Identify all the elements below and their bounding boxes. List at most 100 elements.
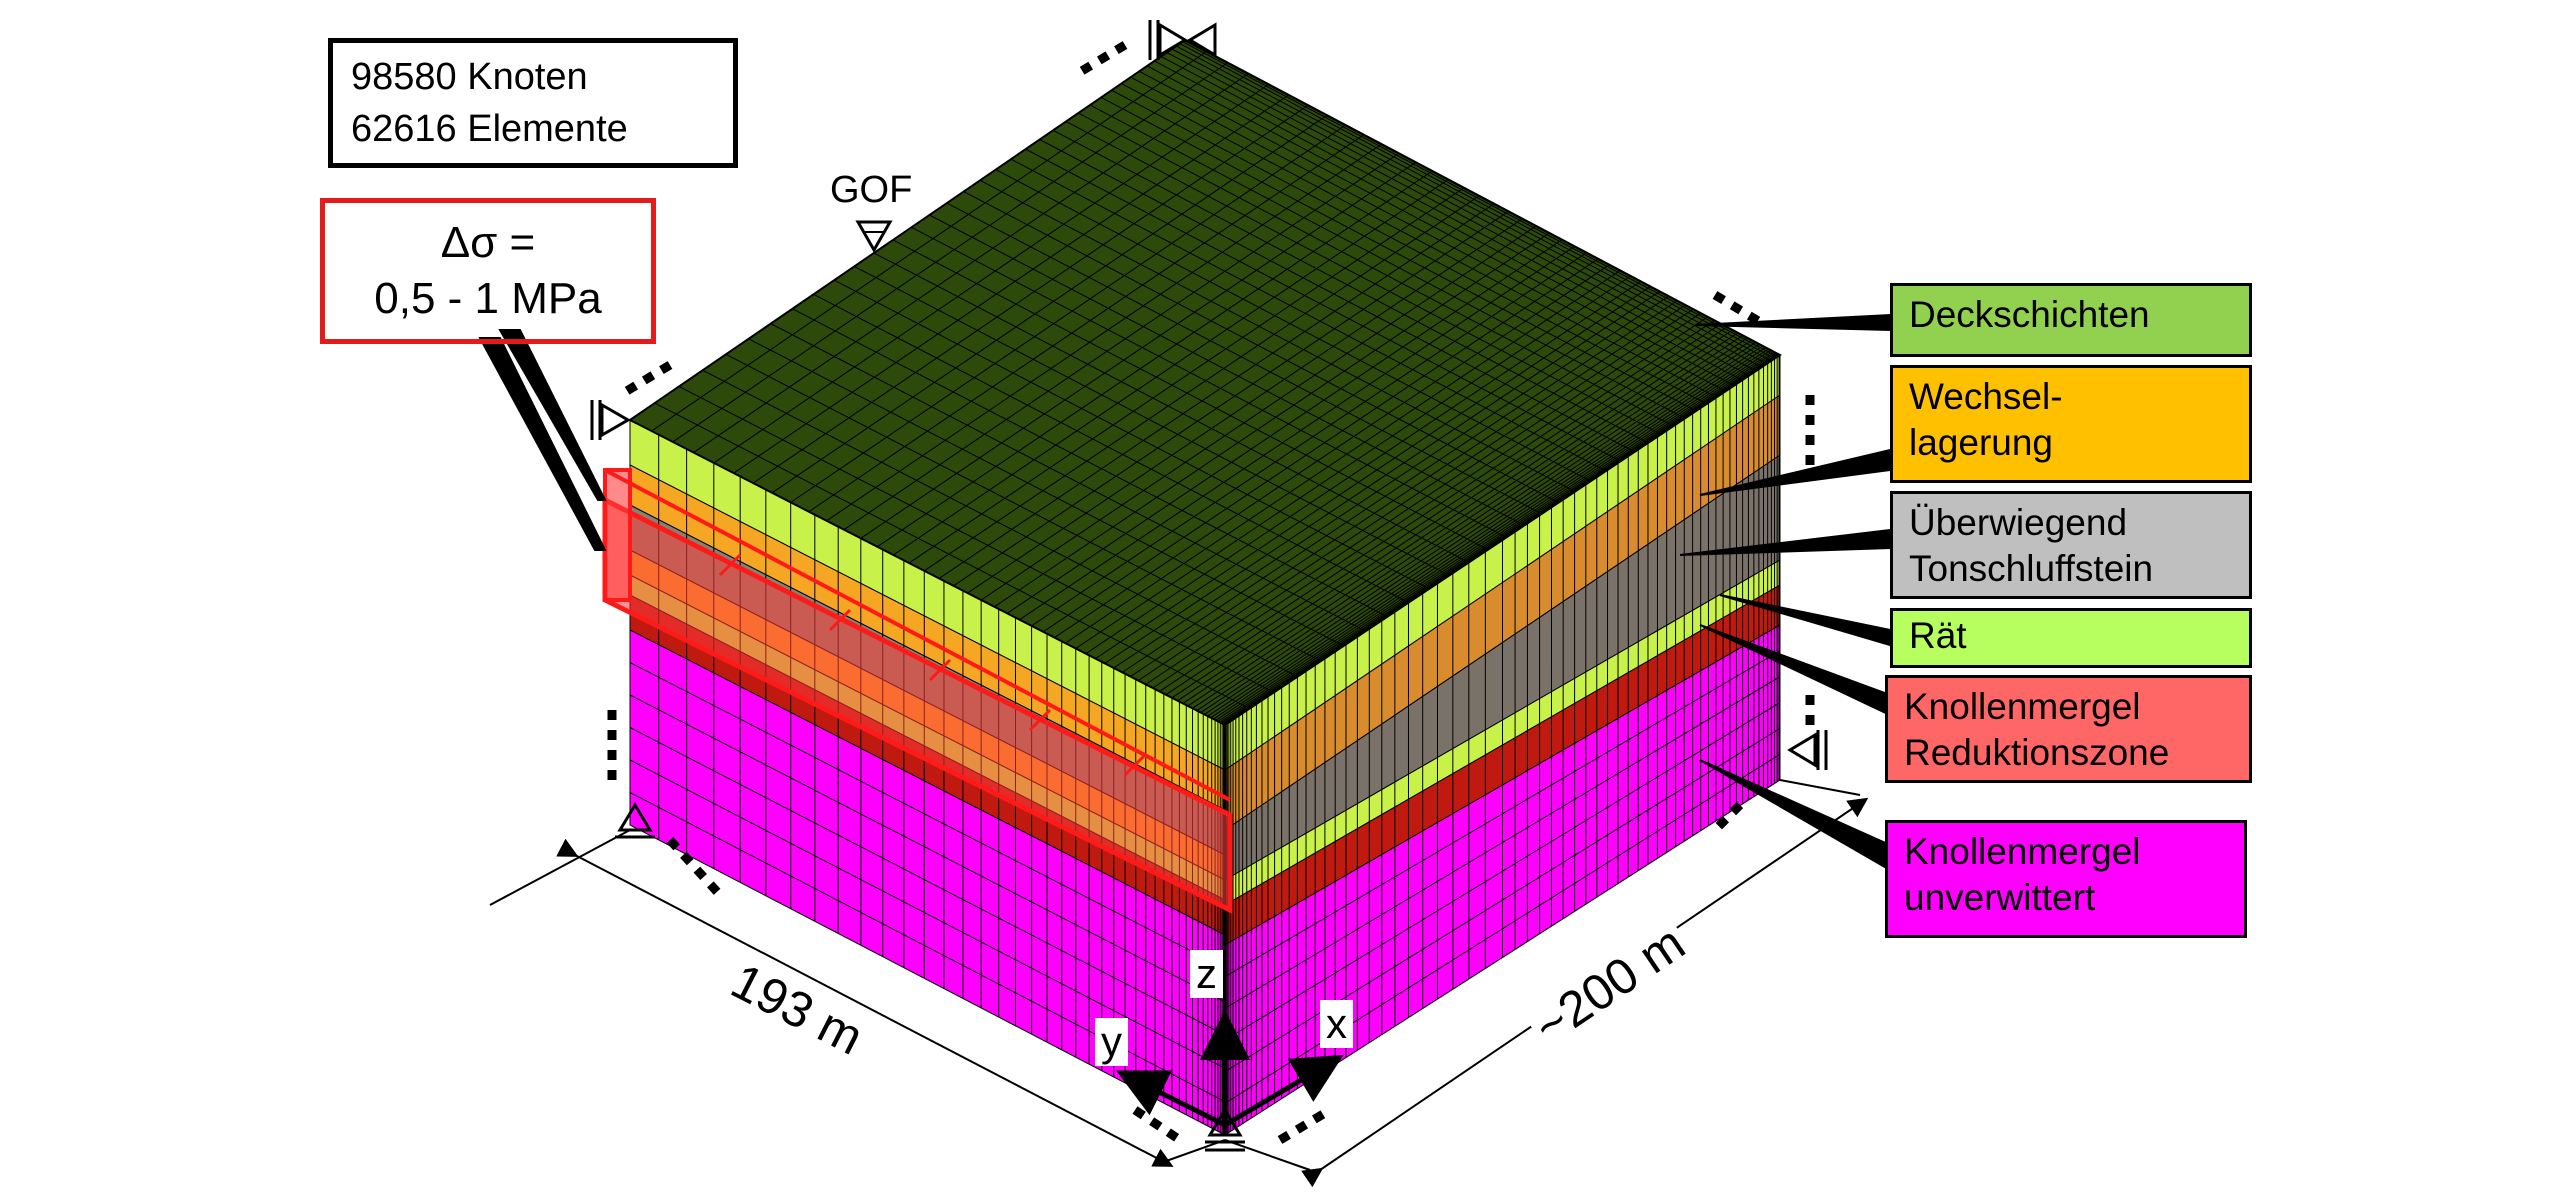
mesh-line xyxy=(1215,349,1772,721)
element-count: 62616 Elemente xyxy=(351,108,628,150)
legend-raet: Rät xyxy=(1890,608,2252,668)
mesh-line xyxy=(733,94,1289,474)
node-count: 98580 Knoten xyxy=(351,56,588,98)
mesh-line xyxy=(752,104,1309,484)
mesh-line xyxy=(1138,308,1694,681)
mesh-line xyxy=(911,226,1507,538)
mesh-line xyxy=(702,369,1298,678)
mesh-line xyxy=(1019,245,1575,621)
mesh-line xyxy=(1065,270,1621,644)
mesh-line xyxy=(877,170,1433,548)
support-left-icon xyxy=(590,400,632,440)
mesh-line xyxy=(1054,264,1610,638)
mesh-line xyxy=(770,323,1366,632)
mesh-line xyxy=(860,161,1417,539)
mesh-line xyxy=(1078,112,1674,427)
support-left-bottom-icon xyxy=(615,802,655,839)
legend-label: unverwittert xyxy=(1904,877,2096,918)
stress-arrow xyxy=(928,658,952,682)
stress-arrow xyxy=(1028,708,1052,732)
gof-marker: GOF xyxy=(830,169,912,254)
mesh-line xyxy=(1075,275,1632,649)
mesh-line xyxy=(1220,352,1777,724)
mesh-line xyxy=(725,353,1322,662)
coordinate-axes xyxy=(1116,1010,1344,1128)
stress-line1: Δσ = xyxy=(440,218,536,267)
stress-arrow xyxy=(718,553,742,577)
mesh-line xyxy=(1196,339,1753,711)
mesh-line xyxy=(1154,60,1750,376)
dim-extension-right xyxy=(1779,779,1861,796)
mesh-line xyxy=(1100,96,1697,412)
mesh-line xyxy=(1089,104,1686,419)
mesh-line xyxy=(1219,351,1776,723)
mesh-line xyxy=(979,179,1576,493)
mesh-line xyxy=(1187,334,1744,707)
mesh-line xyxy=(826,143,1382,522)
mesh-line xyxy=(938,203,1495,579)
legend-label: lagerung xyxy=(1909,422,2054,463)
mesh-line xyxy=(790,124,1346,503)
mesh-line xyxy=(1111,89,1707,405)
mesh-line xyxy=(1207,345,1764,717)
legend-label: Überwiegend xyxy=(1909,502,2128,543)
mesh-line xyxy=(833,279,1430,590)
mesh-line xyxy=(967,218,1523,594)
mesh-line xyxy=(1175,45,1772,362)
mesh-line xyxy=(843,152,1400,531)
legend-unverwittert: Knollenmergel unverwittert xyxy=(1885,820,2247,938)
mesh-line xyxy=(1113,295,1670,669)
mesh-line xyxy=(995,169,1592,482)
leader-stress-2 xyxy=(498,329,607,501)
legend-label: Knollenmergel xyxy=(1904,831,2141,872)
gof-triangle-icon xyxy=(855,220,893,254)
gof-label: GOF xyxy=(830,169,912,211)
mesh-line xyxy=(1166,52,1762,368)
mesh-line xyxy=(813,293,1409,604)
mesh-line xyxy=(1130,76,1726,392)
legend-wechsellagerung: Wechsel- lagerung xyxy=(1890,365,2252,483)
mesh-line xyxy=(1171,48,1768,365)
mesh-line xyxy=(748,338,1344,647)
mesh-line xyxy=(1179,43,1775,359)
mesh-line xyxy=(873,252,1470,563)
stress-line2: 0,5 - 1 MPa xyxy=(374,274,602,323)
mesh-line xyxy=(1006,239,1563,614)
mesh-line xyxy=(654,402,1250,709)
mesh-line xyxy=(1130,304,1686,677)
mesh-line xyxy=(1025,148,1621,462)
stress-zone-end xyxy=(603,468,632,602)
mesh-line xyxy=(980,225,1537,601)
mesh-line xyxy=(1223,353,1779,725)
dim-extension-bottom xyxy=(1154,1139,1226,1166)
mesh-line xyxy=(771,114,1328,494)
mesh-line xyxy=(1165,323,1722,696)
dim-line-193 xyxy=(556,838,1174,1167)
legend-leaders xyxy=(478,313,1891,872)
axis-x xyxy=(1223,1054,1344,1128)
mesh-line xyxy=(792,308,1388,618)
mesh-line xyxy=(1095,286,1651,660)
axis-y xyxy=(1116,1070,1227,1128)
legend-reduktionszone: Knollenmergel Reduktionszone xyxy=(1885,675,2252,783)
mesh-line xyxy=(1039,139,1635,453)
mesh-line xyxy=(1122,300,1678,673)
mesh-line xyxy=(1171,326,1728,699)
leader-unverwittert xyxy=(1699,759,1891,872)
mesh-line xyxy=(892,239,1489,551)
mesh-line xyxy=(1085,280,1642,655)
mesh-line xyxy=(929,214,1525,526)
mesh-line xyxy=(923,195,1480,572)
mesh-line xyxy=(713,83,1270,464)
mesh-line xyxy=(1224,354,1781,726)
mesh-line xyxy=(1182,332,1739,704)
mesh-line xyxy=(1065,121,1662,435)
mesh-line xyxy=(1204,343,1760,715)
axis-label-y: y xyxy=(1095,1018,1128,1066)
mesh-line xyxy=(963,191,1559,503)
mesh-line xyxy=(672,62,1229,443)
mesh-line xyxy=(1052,129,1649,444)
dim-extension-bottom-right xyxy=(1224,1139,1311,1171)
mesh-line xyxy=(1177,329,1733,702)
